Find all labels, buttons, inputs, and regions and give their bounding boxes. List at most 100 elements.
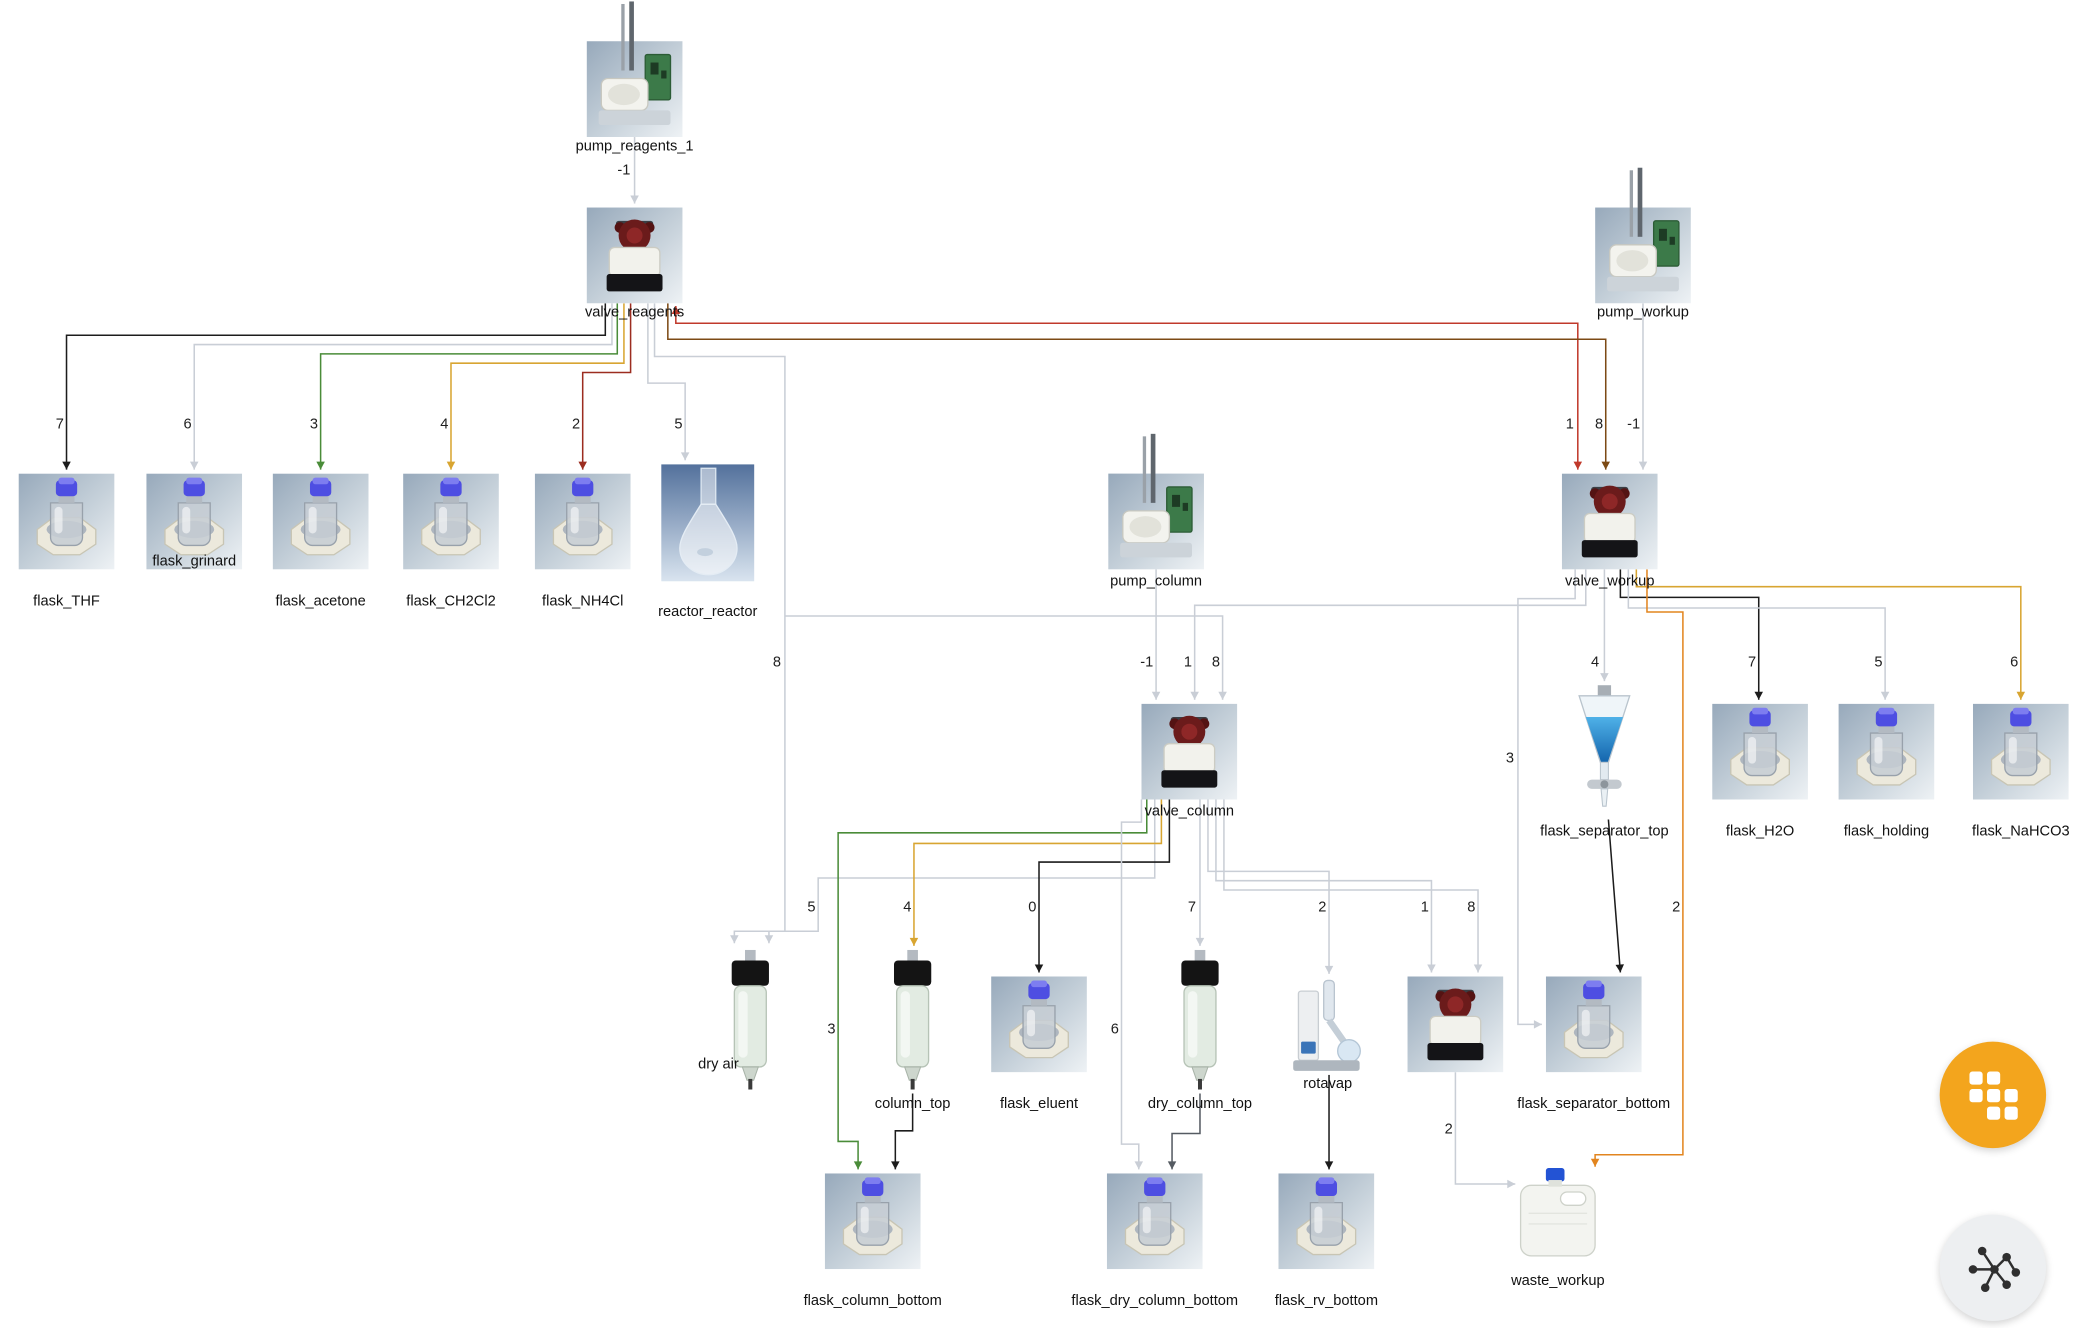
edge-valve_workup-flask_H2O[interactable]: 7 bbox=[1619, 569, 1763, 700]
node-pump_column[interactable]: pump_column bbox=[1108, 433, 1204, 589]
assistant-fab[interactable] bbox=[1939, 1214, 2047, 1322]
edge-line[interactable] bbox=[1215, 799, 1433, 973]
node-pump_workup[interactable]: pump_workup bbox=[1595, 167, 1691, 321]
edge-valve_reagents-flask_grinard[interactable]: 6 bbox=[184, 303, 613, 470]
edge-valve_reagents-flask_NH4Cl[interactable]: 2 bbox=[572, 303, 632, 470]
arrowhead bbox=[1324, 1161, 1334, 1170]
edge-line[interactable] bbox=[581, 303, 632, 470]
edge-valve_workup-flask_holding[interactable]: 5 bbox=[1627, 569, 1890, 700]
edge-valve_column-flask_dry_column_bottom[interactable]: 6 bbox=[1111, 799, 1144, 1170]
node-flask_NaHCO3[interactable]: flask_NaHCO3 bbox=[1972, 703, 2070, 839]
node-flask_THF[interactable]: flask_THF bbox=[18, 473, 115, 609]
node-flask_dry_column_bottom[interactable]: flask_dry_column_bottom bbox=[1071, 1173, 1238, 1309]
node-flask_acetone[interactable]: flask_acetone bbox=[272, 473, 369, 609]
edge-valve_column-dry_air[interactable]: 5 bbox=[730, 799, 1156, 944]
edge-valve_column-valve_unnamed[interactable]: 1 bbox=[1215, 799, 1436, 973]
edge-line[interactable] bbox=[667, 303, 1607, 470]
node-valve_unnamed[interactable] bbox=[1407, 976, 1504, 1073]
node-valve_workup[interactable]: valve_workup bbox=[1561, 473, 1658, 589]
edge-rotavap-flask_rv_bottom[interactable] bbox=[1324, 1074, 1334, 1170]
edge-line[interactable] bbox=[1207, 799, 1330, 974]
edge-column_top-flask_column_bottom[interactable] bbox=[891, 1093, 914, 1170]
edge-port-label: 3 bbox=[310, 416, 318, 432]
node-flask_grinard[interactable]: flask_grinard bbox=[146, 473, 243, 570]
edge-line[interactable] bbox=[1635, 569, 2022, 700]
edge-valve_workup-valve_column[interactable]: 1 bbox=[1184, 569, 1587, 700]
edge-pump_workup-valve_workup[interactable]: -1 bbox=[1627, 303, 1648, 470]
edge-valve_reagents-valve_workup[interactable]: 8 bbox=[667, 303, 1610, 470]
edge-line[interactable] bbox=[675, 305, 1579, 470]
edge-line[interactable] bbox=[1193, 569, 1587, 700]
edge-port-label: 5 bbox=[807, 899, 815, 915]
edge-pump_column-valve_column[interactable]: -1 bbox=[1140, 569, 1161, 700]
arrowhead bbox=[1151, 691, 1161, 700]
edge-valve_reagents-reactor_reactor[interactable]: 5 bbox=[647, 303, 690, 461]
edge-valve_column-rotavap[interactable]: 2 bbox=[1207, 799, 1334, 974]
node-flask_CH2Cl2[interactable]: flask_CH2Cl2 bbox=[403, 473, 499, 609]
node-flask_H2O[interactable]: flask_H2O bbox=[1712, 703, 1808, 839]
node-valve_column[interactable]: valve_column bbox=[1141, 703, 1238, 819]
edge-line[interactable] bbox=[65, 303, 607, 470]
edge-valve_reagents-flask_THF[interactable]: 7 bbox=[56, 303, 607, 470]
edge-valve_workup-valve_reagents[interactable]: 1 bbox=[671, 305, 1583, 470]
edge-line[interactable] bbox=[913, 799, 1163, 946]
edge-valve_unnamed-waste_workup[interactable]: 2 bbox=[1445, 1072, 1516, 1189]
node-flask_column_bottom[interactable]: flask_column_bottom bbox=[804, 1173, 942, 1309]
node-flask_rv_bottom[interactable]: flask_rv_bottom bbox=[1275, 1173, 1378, 1309]
edge-valve_workup-flask_NaHCO3[interactable]: 6 bbox=[1635, 569, 2026, 700]
edge-line[interactable] bbox=[1594, 569, 1684, 1167]
node-rotavap[interactable]: rotavap bbox=[1293, 978, 1362, 1092]
edge-valve_reagents-flask_CH2Cl2[interactable]: 4 bbox=[440, 303, 625, 470]
edge-dry_column_top-flask_dry_column_bottom[interactable] bbox=[1167, 1093, 1201, 1170]
edge-line[interactable] bbox=[193, 303, 613, 470]
node-waste_workup[interactable]: waste_workup bbox=[1511, 1168, 1605, 1289]
reagent-flask-icon bbox=[534, 473, 631, 570]
edge-valve_column-column_top[interactable]: 4 bbox=[903, 799, 1163, 946]
edge-valve_column-flask_column_bottom[interactable]: 3 bbox=[827, 799, 1148, 1170]
edge-valve_column-valve_unnamed[interactable]: 8 bbox=[1223, 799, 1483, 973]
node-flask_separator_top[interactable]: flask_separator_top bbox=[1540, 685, 1669, 839]
node-dry_column_top[interactable]: dry_column_top bbox=[1148, 949, 1252, 1112]
apps-fab[interactable] bbox=[1939, 1041, 2047, 1149]
edge-valve_workup-flask_separator_top[interactable]: 4 bbox=[1591, 569, 1609, 682]
edge-line[interactable] bbox=[450, 303, 625, 470]
edge-line[interactable] bbox=[1120, 799, 1143, 1170]
node-column_top[interactable]: column_top bbox=[875, 949, 950, 1112]
edge-line[interactable] bbox=[1627, 569, 1886, 700]
edge-line[interactable] bbox=[894, 1093, 914, 1170]
edge-valve_reagents-valve_column[interactable]: 8 bbox=[784, 615, 1227, 700]
node-pump_reagents_1[interactable]: pump_reagents_1 bbox=[576, 1, 694, 154]
edge-line[interactable] bbox=[653, 303, 786, 944]
edge-line[interactable] bbox=[1607, 819, 1622, 973]
node-flask_NH4Cl[interactable]: flask_NH4Cl bbox=[534, 473, 631, 609]
edge-valve_reagents-flask_acetone[interactable]: 3 bbox=[310, 303, 619, 470]
reagent-flask-icon bbox=[1712, 703, 1808, 800]
node-dry_air[interactable]: dry air bbox=[698, 949, 774, 1089]
node-valve_reagents[interactable]: valve_reagents bbox=[585, 207, 684, 321]
edge-line[interactable] bbox=[647, 303, 686, 461]
edge-line[interactable] bbox=[1171, 1093, 1201, 1170]
edge-line[interactable] bbox=[1454, 1072, 1516, 1185]
edge-line[interactable] bbox=[733, 799, 1156, 944]
node-reactor_reactor[interactable]: reactor_reactor bbox=[658, 464, 757, 620]
edge-line[interactable] bbox=[837, 799, 1148, 1170]
node-flask_eluent[interactable]: flask_eluent bbox=[991, 976, 1087, 1112]
edge-pump_reagents_1-valve_reagents[interactable]: -1 bbox=[617, 137, 639, 204]
edge-line[interactable] bbox=[1223, 799, 1479, 973]
edge-line[interactable] bbox=[1517, 569, 1576, 1026]
edge-valve_column-dry_column_top[interactable]: 7 bbox=[1188, 799, 1205, 946]
edge-valve_reagents-dry_air[interactable]: 8 bbox=[653, 303, 786, 944]
edge-line[interactable] bbox=[1038, 799, 1171, 973]
node-flask_separator_bottom[interactable]: flask_separator_bottom bbox=[1517, 976, 1670, 1112]
edge-valve_workup-flask_separator_bottom[interactable]: 3 bbox=[1506, 569, 1576, 1029]
edge-line[interactable] bbox=[784, 615, 1224, 700]
arrowhead bbox=[1190, 691, 1199, 700]
edge-line[interactable] bbox=[319, 303, 619, 470]
node-flask_holding[interactable]: flask_holding bbox=[1838, 703, 1935, 839]
edge-valve_workup-waste_workup[interactable]: 2 bbox=[1590, 569, 1684, 1167]
edge-line[interactable] bbox=[1619, 569, 1760, 700]
edge-valve_column-flask_eluent[interactable]: 0 bbox=[1028, 799, 1171, 973]
edge-flask_separator_top-flask_separator_bottom[interactable] bbox=[1607, 819, 1624, 973]
